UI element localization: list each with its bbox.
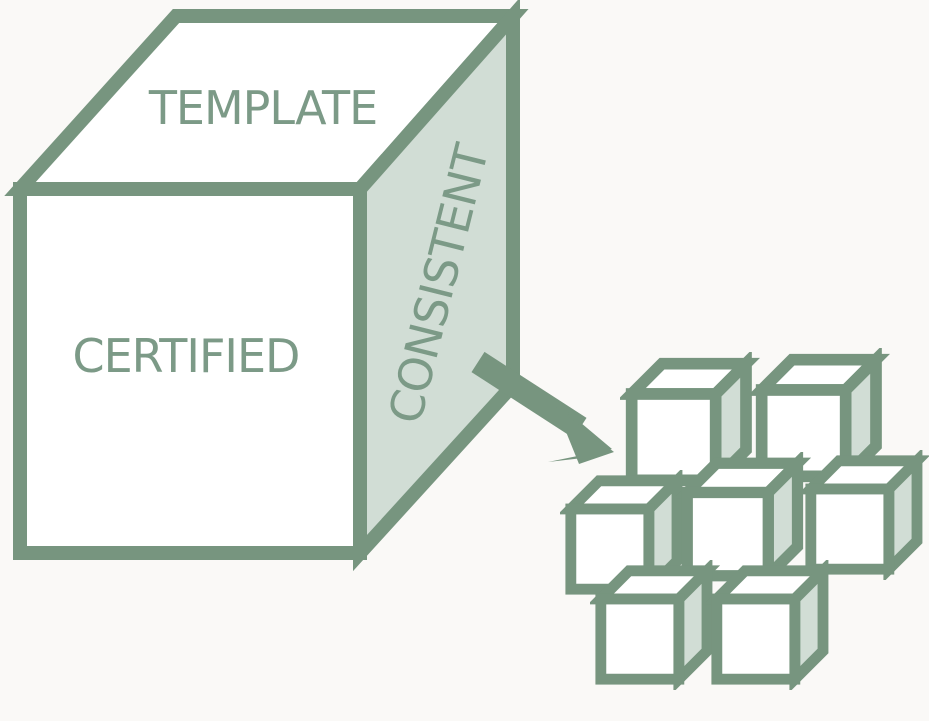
top-face-label: TEMPLATE <box>148 81 377 135</box>
small-cube-icon <box>811 461 917 569</box>
cube-front-face <box>13 182 367 560</box>
small-cube-icon <box>717 571 823 679</box>
front-face-label: CERTIFIED <box>73 329 300 383</box>
small-cubes-cluster <box>571 360 917 679</box>
arrow-right-down-icon <box>471 351 614 464</box>
small-cube-icon <box>601 571 707 679</box>
small-cube-icon <box>687 463 797 576</box>
template-cube: TEMPLATE CERTIFIED CONSISTENT <box>4 0 529 572</box>
